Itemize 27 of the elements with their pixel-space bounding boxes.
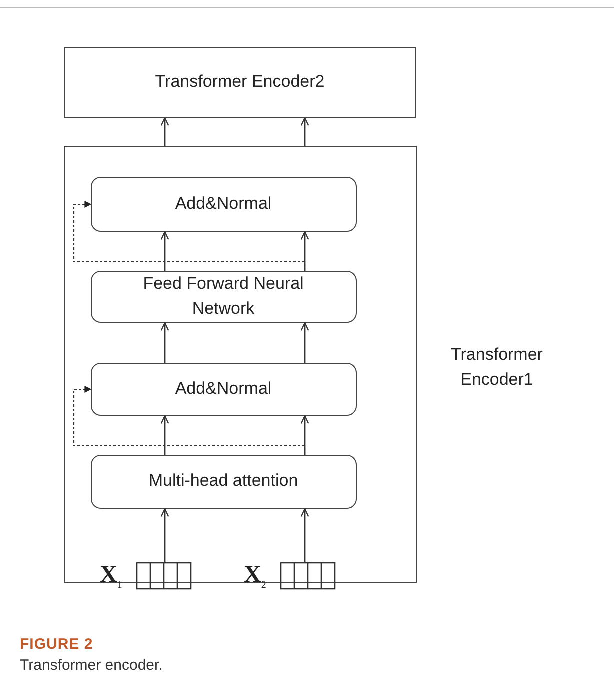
arrow (160, 322, 170, 363)
arrow (300, 322, 310, 363)
layer-label: Add&Normal (174, 378, 273, 400)
arrow (160, 508, 170, 562)
encoder-box (64, 47, 416, 118)
arrow (160, 117, 170, 146)
block-label: Transformer Encoder1 (450, 344, 544, 391)
layer-label: Transformer Encoder2 (154, 71, 326, 94)
arrow (300, 508, 310, 562)
residual-arrow (73, 201, 306, 271)
arrow (300, 117, 310, 146)
layer-label: Add&Normal (174, 192, 273, 215)
arrow (160, 231, 170, 271)
arrow (160, 415, 170, 455)
layer-box (90, 176, 356, 232)
layer-box (90, 362, 356, 416)
caption: Transformer encoder. (20, 657, 163, 674)
layer-box (90, 270, 356, 322)
figure-number: FIGURE 2 (20, 636, 94, 653)
layer-box (90, 454, 356, 508)
layer-label: Multi-head attention (148, 470, 300, 492)
input-symbol: X$_{2}$ (244, 562, 266, 591)
arrow (300, 415, 310, 455)
layer-label: Feed Forward Neural Network (142, 272, 305, 320)
input-symbol: X$_{1}$ (100, 562, 122, 591)
arrow (300, 231, 310, 271)
residual-arrow (73, 386, 306, 455)
